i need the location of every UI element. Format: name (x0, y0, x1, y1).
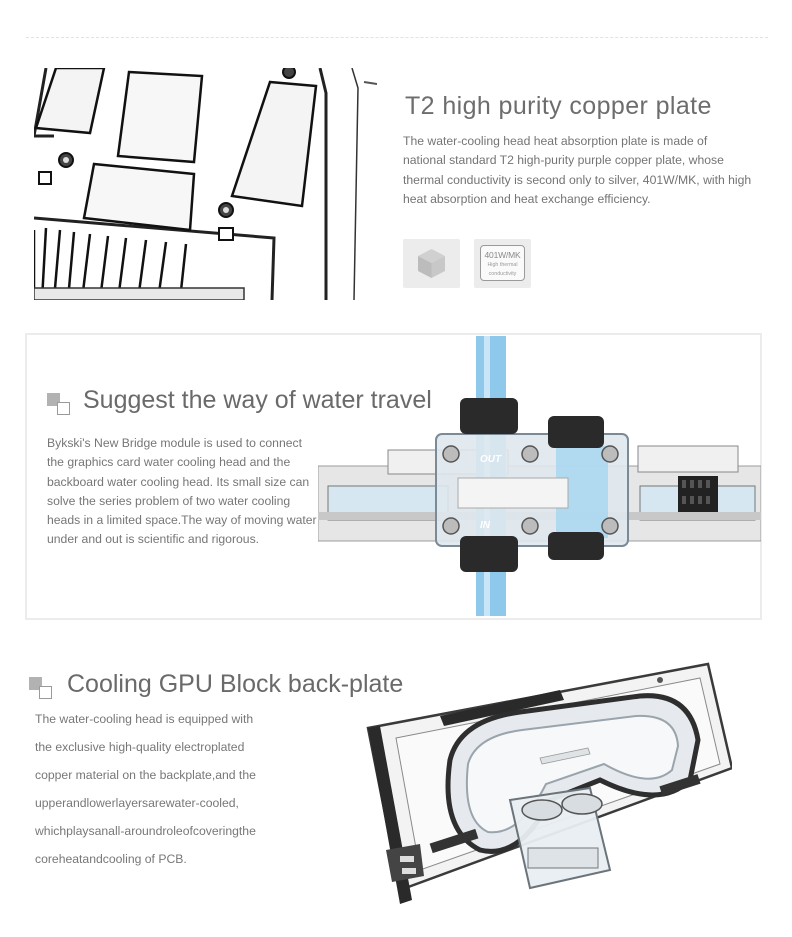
copper-plate-image (34, 68, 377, 300)
water-travel-panel (25, 333, 762, 620)
title-square-icon (47, 393, 60, 406)
bridge-module-image: OUT IN (318, 336, 761, 616)
section3-line: coreheatandcooling of PCB. (35, 852, 187, 866)
thermal-conductivity-icon: 401W/MK High thermal conductivity (474, 239, 531, 288)
title-square-outline-icon (39, 686, 52, 699)
section3-line: whichplaysanall-aroundroleofcoveringthe (35, 824, 256, 838)
section3-title: Cooling GPU Block back-plate (67, 670, 404, 698)
top-divider (26, 37, 768, 38)
section3-line: copper material on the backplate,and the (35, 768, 256, 782)
title-square-outline-icon (57, 402, 70, 415)
section3-line: upperandlowerlayersarewater-cooled, (35, 796, 239, 810)
section2-body: Bykski's New Bridge module is used to co… (47, 436, 317, 547)
badge-value: 401W/MK (484, 250, 521, 260)
section3-line: The water-cooling head is equipped with (35, 712, 254, 726)
in-label: IN (480, 520, 491, 531)
badge-caption-2: conductivity (488, 270, 517, 277)
out-label: OUT (480, 454, 502, 465)
section1-body: The water-cooling head heat absorption p… (403, 134, 752, 206)
section1-title: T2 high purity copper plate (405, 92, 712, 120)
title-square-icon (29, 677, 42, 690)
section3-body: The water-cooling head is equipped with … (35, 705, 335, 873)
copper-cube-icon (403, 239, 460, 288)
badge-caption-1: High thermal (487, 262, 518, 268)
section2-title: Suggest the way of water travel (83, 386, 432, 414)
gpu-block-backplate-image (366, 662, 732, 904)
section3-line: the exclusive high-quality electroplated (35, 740, 245, 754)
